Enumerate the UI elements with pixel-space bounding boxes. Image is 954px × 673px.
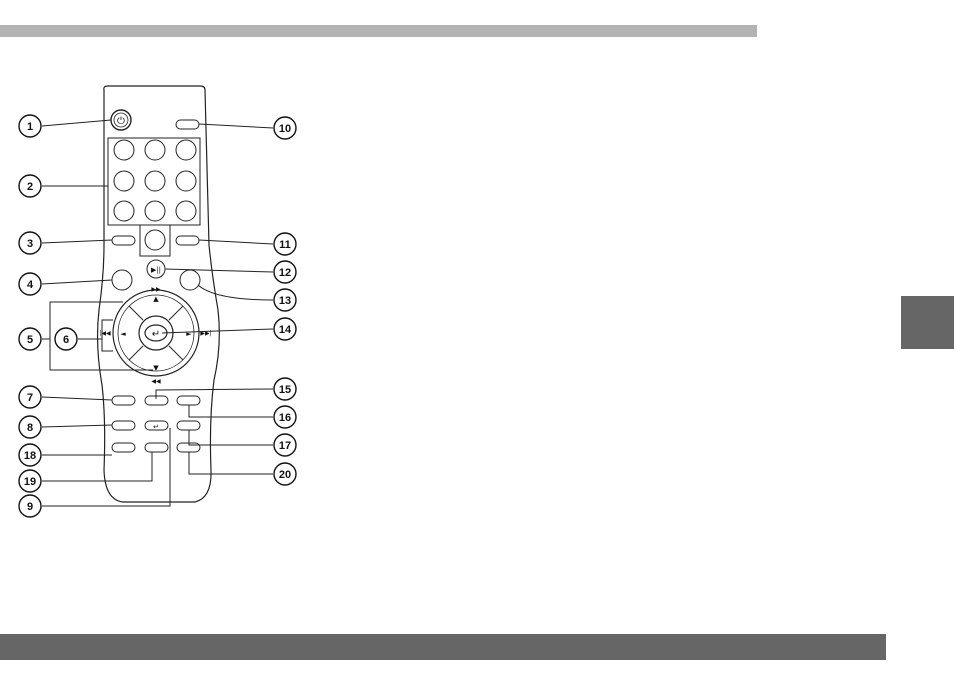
callout-14: 14 [274, 318, 296, 340]
button-8[interactable] [112, 421, 135, 430]
enter-small-icon: ↵ [153, 423, 159, 431]
number-key[interactable] [176, 201, 196, 221]
svg-text:19: 19 [24, 476, 36, 488]
svg-text:15: 15 [279, 384, 291, 396]
callout-7: 7 [19, 386, 41, 408]
left-arrow-icon[interactable]: ◄ [120, 330, 126, 338]
callout-12: 12 [274, 261, 296, 283]
number-key[interactable] [114, 140, 134, 160]
button-17[interactable] [177, 421, 200, 430]
svg-text:1: 1 [27, 121, 33, 133]
button-4[interactable] [112, 270, 132, 290]
number-keypad [114, 140, 196, 221]
button-19[interactable] [145, 443, 168, 452]
callout-20: 20 [274, 463, 296, 485]
callout-18: 18 [19, 444, 41, 466]
callout-9: 9 [19, 495, 41, 517]
number-key[interactable] [145, 140, 165, 160]
svg-text:17: 17 [279, 440, 291, 452]
callout-11: 11 [274, 233, 296, 255]
callout-19: 19 [19, 470, 41, 492]
svg-text:2: 2 [27, 181, 33, 193]
svg-text:3: 3 [27, 238, 33, 250]
callout-6: 6 [55, 328, 77, 350]
callout-17: 17 [274, 434, 296, 456]
skip-previous-icon: |◀◀ [99, 330, 111, 337]
button-11[interactable] [176, 236, 199, 245]
number-key[interactable] [176, 171, 196, 191]
right-arrow-icon[interactable]: ► [186, 330, 192, 338]
svg-text:20: 20 [279, 469, 291, 481]
number-key-zero[interactable] [145, 230, 165, 250]
button-7[interactable] [112, 396, 135, 405]
svg-text:11: 11 [279, 239, 291, 251]
button-3[interactable] [112, 236, 135, 245]
svg-text:4: 4 [27, 279, 34, 291]
power-icon: ⏻ [117, 116, 125, 127]
number-key[interactable] [145, 171, 165, 191]
number-key[interactable] [176, 140, 196, 160]
callout-13: 13 [274, 289, 296, 311]
button-13[interactable] [180, 270, 200, 290]
number-key[interactable] [114, 201, 134, 221]
svg-text:5: 5 [27, 334, 33, 346]
callout-2: 2 [19, 175, 41, 197]
callout-15: 15 [274, 378, 296, 400]
svg-text:8: 8 [27, 422, 33, 434]
up-arrow-icon[interactable]: ▲ [153, 295, 159, 303]
svg-text:14: 14 [279, 324, 292, 336]
callout-4: 4 [19, 273, 41, 295]
callout-16: 16 [274, 406, 296, 428]
svg-text:7: 7 [27, 392, 33, 404]
button-10[interactable] [176, 120, 199, 129]
callout-5: 5 [19, 328, 41, 350]
number-key[interactable] [114, 171, 134, 191]
button-16[interactable] [177, 396, 200, 405]
svg-text:9: 9 [27, 501, 33, 513]
svg-text:13: 13 [279, 295, 291, 307]
svg-text:12: 12 [279, 267, 291, 279]
play-pause-icon: ▶|| [151, 266, 161, 274]
down-arrow-icon[interactable]: ▼ [153, 364, 159, 372]
svg-text:6: 6 [63, 334, 69, 346]
fast-forward-icon: ▶▶ [151, 286, 161, 293]
enter-icon: ↵ [152, 329, 160, 340]
number-key[interactable] [145, 201, 165, 221]
power-button[interactable]: ⏻ [111, 110, 131, 130]
callout-10: 10 [274, 117, 296, 139]
callout-3: 3 [19, 232, 41, 254]
rewind-icon: ◀◀ [151, 378, 161, 385]
callout-1: 1 [19, 115, 41, 137]
svg-text:10: 10 [279, 123, 291, 135]
svg-text:18: 18 [24, 450, 36, 462]
button-18[interactable] [112, 443, 135, 452]
svg-text:16: 16 [279, 412, 291, 424]
callout-8: 8 [19, 416, 41, 438]
